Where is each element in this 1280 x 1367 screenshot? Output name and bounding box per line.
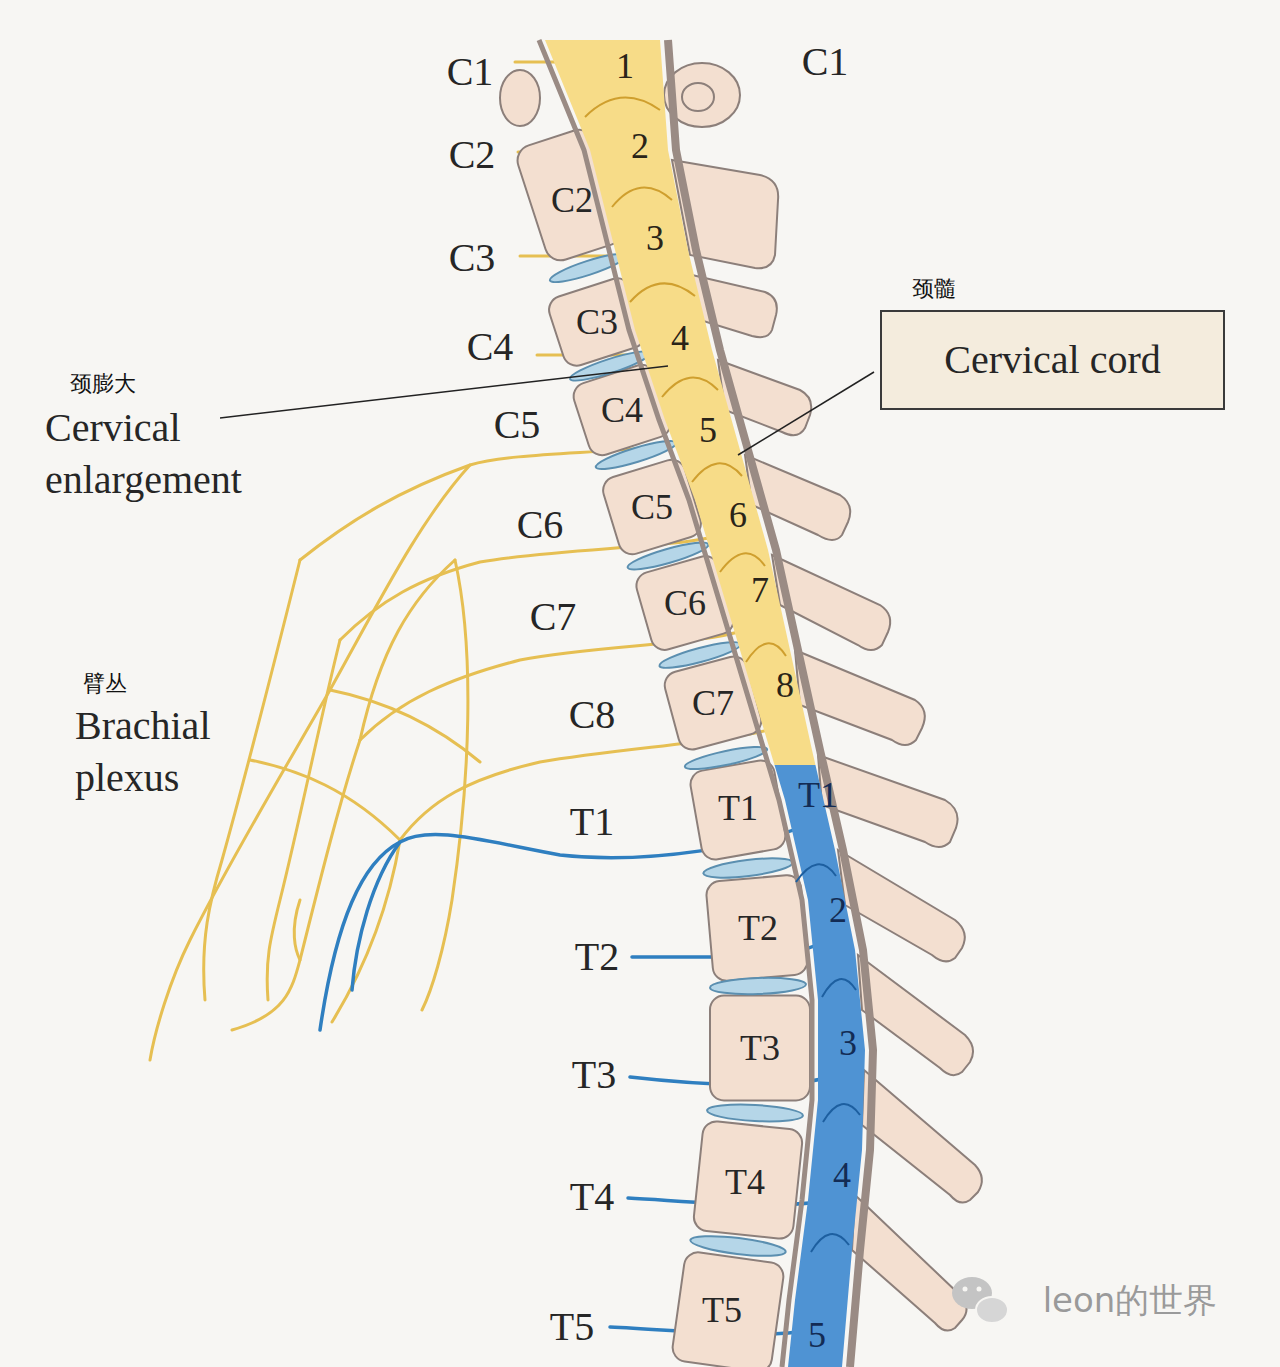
segment-number: 8 — [776, 667, 794, 703]
vertebral-body — [693, 1120, 804, 1240]
intervertebral-disc — [626, 538, 711, 575]
region-label: Brachial plexus — [75, 700, 275, 804]
chinese-label: 臂丛 — [83, 673, 127, 695]
segment-line — [612, 188, 672, 207]
segment-line — [662, 378, 718, 397]
segment-line — [811, 1234, 849, 1252]
vertebra-label: C5 — [631, 489, 673, 525]
label-box: 颈髓Cervical cord — [880, 310, 1225, 410]
atlas-arch — [682, 83, 714, 111]
plexus-branch — [250, 760, 400, 840]
cord-segment-lines — [585, 98, 786, 662]
nerve-label: T1 — [570, 802, 614, 842]
nerve-label: T4 — [570, 1177, 614, 1217]
segment-line — [746, 643, 786, 662]
segment-line — [585, 98, 660, 117]
plexus-branch — [150, 465, 470, 1060]
nerve-label: T2 — [575, 937, 619, 977]
vertebral-body — [705, 874, 808, 982]
vertebral-body — [671, 1251, 785, 1367]
nerve-label: T3 — [572, 1055, 616, 1095]
cord-segment-lines — [796, 864, 860, 1252]
nerve-label: C1 — [802, 42, 849, 82]
vertebral-body — [710, 996, 810, 1101]
region-label: Cervical enlargement — [45, 402, 335, 506]
atlas-arch — [500, 70, 540, 126]
segment-number: 4 — [671, 320, 689, 356]
intervertebral-disc — [707, 1102, 804, 1123]
leader-line — [738, 372, 874, 455]
vertebra-label: T4 — [725, 1164, 765, 1200]
nerve-label: C1 — [447, 52, 494, 92]
segment-line — [823, 1104, 860, 1122]
vertebra-label: C6 — [664, 585, 706, 621]
nerve-label: T5 — [550, 1307, 594, 1347]
nerve-label: C6 — [517, 505, 564, 545]
vertebra-label: T2 — [738, 910, 778, 946]
segment-line — [822, 979, 856, 997]
vertebra-label: T1 — [718, 790, 758, 826]
vertebra-label: T5 — [702, 1292, 742, 1328]
spinous-process — [862, 1070, 982, 1203]
dura-line — [668, 40, 873, 1367]
segment-number: 1 — [616, 48, 634, 84]
segment-line — [796, 864, 836, 882]
plexus-branch — [294, 900, 300, 960]
watermark: leon的世界 — [1043, 1283, 1218, 1317]
segment-line — [630, 283, 695, 302]
intervertebral-disc — [710, 976, 806, 995]
wechat-icon — [963, 1287, 968, 1292]
t1-nerve-branch — [352, 842, 400, 990]
segment-number: 3 — [839, 1025, 857, 1061]
vertebra-label: T3 — [740, 1030, 780, 1066]
segment-number: 5 — [808, 1317, 826, 1353]
nerve-label: C2 — [449, 135, 496, 175]
segment-number: 4 — [833, 1157, 851, 1193]
box-text: Cervical cord — [944, 338, 1161, 382]
box-heading: 颈髓 — [912, 278, 956, 300]
chinese-label: 颈膨大 — [70, 373, 136, 395]
segment-number: 2 — [829, 892, 847, 928]
segment-number: 3 — [646, 220, 664, 256]
segment-line — [692, 463, 742, 482]
segment-number: 6 — [729, 497, 747, 533]
segment-number: 7 — [751, 572, 769, 608]
plexus-branch — [360, 560, 455, 740]
wechat-icon — [976, 1297, 1008, 1323]
plexus-branch — [204, 560, 300, 1000]
intervertebral-disc — [689, 1232, 786, 1260]
leader-line — [220, 366, 668, 418]
vertebra-label: C2 — [551, 182, 593, 218]
thoracic-nerves — [320, 822, 838, 1334]
thoracic-cord — [545, 765, 865, 1367]
segment-number: 5 — [699, 412, 717, 448]
segment-number: T1 — [798, 777, 838, 813]
nerve-label: C3 — [449, 238, 496, 278]
vertebra-label: C7 — [692, 685, 734, 721]
vertebra-label: C4 — [601, 392, 643, 428]
cervical-cord — [545, 40, 865, 765]
wechat-icon — [952, 1277, 1008, 1323]
nerve-label: C8 — [569, 695, 616, 735]
segment-line — [720, 553, 765, 572]
wechat-icon — [977, 1287, 982, 1292]
vertebra-label: C3 — [576, 304, 618, 340]
spinous-process — [852, 1195, 967, 1331]
nerve-label: C5 — [494, 405, 541, 445]
plexus-branch — [422, 560, 468, 1010]
segment-number: 2 — [631, 128, 649, 164]
plexus-branch — [232, 740, 360, 1030]
nerve-label: C4 — [467, 327, 514, 367]
dura-line — [539, 40, 812, 1367]
intervertebral-disc — [683, 742, 768, 773]
nerve-label: C7 — [530, 597, 577, 637]
intervertebral-disc — [702, 855, 793, 882]
plexus-branch — [330, 690, 480, 762]
